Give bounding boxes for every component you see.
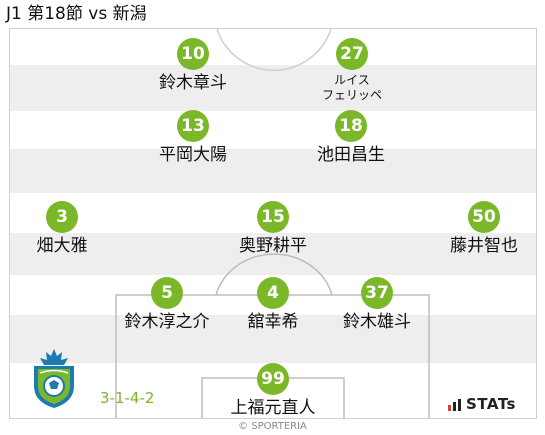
player-name: 鈴木章斗 [159,73,227,93]
stats-logo: STATs [448,395,516,413]
player-name: 藤井智也 [450,236,518,256]
player-fw-2[interactable]: 27 ルイス フェリッペ [287,38,417,103]
player-number: 50 [468,201,500,233]
player-number: 27 [336,38,368,70]
player-name: 舘幸希 [247,312,299,332]
player-number: 18 [335,110,367,142]
player-name: 鈴木淳之介 [124,312,210,332]
player-number: 5 [151,277,183,309]
player-mf-2[interactable]: 18 池田昌生 [286,110,416,165]
player-number: 3 [46,201,78,233]
player-number: 13 [177,110,209,142]
pitch-stripe [10,149,536,193]
pitch-stripe [10,65,536,111]
player-wb-left[interactable]: 3 畑大雅 [0,201,127,256]
player-cb-right[interactable]: 37 鈴木雄斗 [312,277,442,332]
player-name: ルイス フェリッペ [321,73,382,102]
player-cb-left[interactable]: 5 鈴木淳之介 [102,277,232,332]
player-dm[interactable]: 15 奥野耕平 [208,201,338,256]
pitch-stripe [10,315,536,363]
player-number: 37 [361,277,393,309]
player-name: 池田昌生 [317,145,385,165]
player-name: 平岡大陽 [159,145,227,165]
player-fw-1[interactable]: 10 鈴木章斗 [128,38,258,93]
player-mf-1[interactable]: 13 平岡大陽 [128,110,258,165]
player-cb-center[interactable]: 4 舘幸希 [208,277,338,332]
player-name: 奥野耕平 [239,236,307,256]
formation-label: 3-1-4-2 [100,389,155,407]
copyright-credit: © SPORTERIA [238,421,307,432]
shonan-bellmare-crest-icon [34,349,74,408]
player-wb-right[interactable]: 50 藤井智也 [419,201,545,256]
stats-brand: STATs [466,395,516,413]
player-number: 99 [257,363,289,395]
player-number: 4 [257,277,289,309]
pitch [9,28,537,419]
match-title: J1 第18節 vs 新潟 [6,4,147,24]
player-number: 10 [177,38,209,70]
player-name: 鈴木雄斗 [343,312,411,332]
stats-bars-icon [448,398,461,411]
player-number: 15 [257,201,289,233]
player-gk[interactable]: 99 上福元直人 [208,363,338,418]
player-name: 上福元直人 [230,398,316,418]
player-name: 畑大雅 [36,236,88,256]
